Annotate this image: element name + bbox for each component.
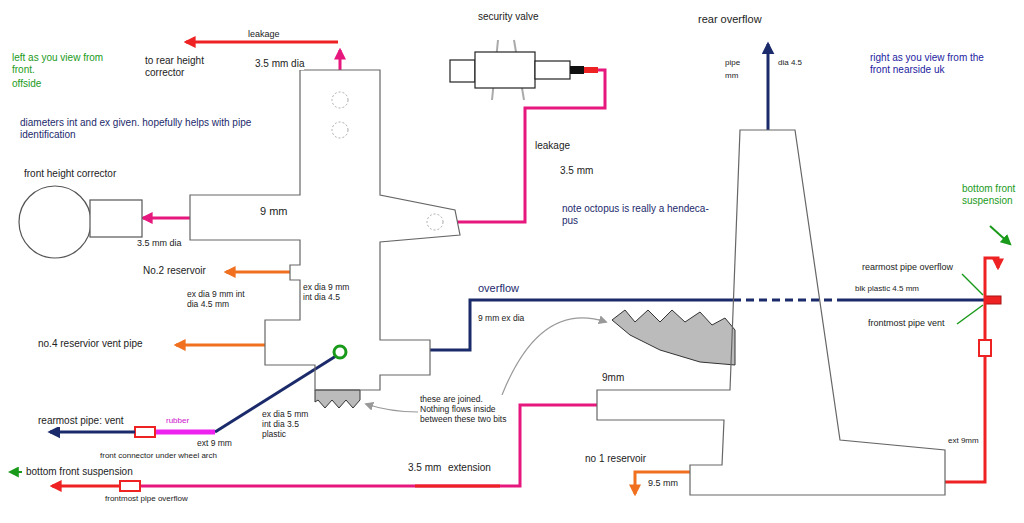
pipe-label: 3.5 mm [560,165,593,177]
pipe-label: extension [448,462,491,474]
reservoir-block: 9mm [590,125,950,500]
pipe-label: frontmost pipe vent [868,318,945,328]
connector [120,481,140,491]
pipe-label: frontmost pipe overflow [105,494,188,503]
pipe [186,41,338,44]
pipe [50,431,135,434]
pipe [226,271,290,274]
pipe-label: to rear height corrector [145,55,225,78]
connector-layer [143,70,734,350]
direction-arrow [990,226,1010,244]
pipe-label: dia 4.5 [778,58,802,67]
pipe-label: bottom front suspension [26,466,133,478]
pipe-label: these are joined. Nothing flows inside b… [420,395,510,424]
pipe-label: 3.5 mm dia [137,238,182,248]
pipe-label: 3.5 mm [408,462,441,474]
pointer [502,318,606,395]
pipe-label: ex dia 9 mm int dia 4.5 [303,283,358,303]
pipe [635,472,690,494]
pipe-label: note octopus is really a hendeca-pus [562,203,722,226]
pipe-label: pipe [725,58,740,67]
pipe [140,405,597,486]
pipe-label: rearmost pipe overflow [862,262,953,272]
pipe [176,344,265,347]
pipe-hidden [733,299,845,302]
pipe [845,299,985,302]
pipe-label: diameters int and ex given. hopefully he… [20,117,260,140]
connector [985,296,1001,304]
pipe-connector [430,300,734,350]
pipe-extension [415,485,500,488]
node-text: front height corrector [24,168,116,180]
pipe-label: front connector under wheel arch [100,451,217,460]
joined-stub [315,390,360,408]
pipe-label: 9 mm ex dia [478,314,524,324]
connector [979,340,991,356]
pipe-label: no 1 reservoir [585,453,646,465]
height-corrector-outline [12,168,143,258]
pipe [945,258,998,482]
node-text: security valve [478,11,539,23]
pipe-label: right as you view from the front nearsid… [870,52,995,75]
pipe-label: overflow [478,282,519,295]
pipe-label: 3.5 mm dia [255,58,304,70]
node-text: 9 mm [260,205,288,218]
pipe-label: ext 9 mm [197,439,232,449]
rubber-sleeve [155,430,215,435]
leader-line [962,274,983,295]
pipe [52,485,120,488]
pipe-label: no.4 reservior vent pipe [38,338,143,350]
connector [135,427,155,437]
pipe-label: ext 9mm [948,436,980,445]
pipe-label: bottom front suspension [962,183,1020,206]
direction-arrow [10,471,22,473]
leader-line [957,305,983,324]
pipe-label: 9.5 mm [648,478,678,488]
height-corrector: front height corrector [12,168,143,258]
pipe-label: ex dia 5 mm int dia 3.5 plastic [262,410,312,439]
pipe-label: blk plastic 4.5 mm [855,284,919,293]
pipe-label: rubber [166,416,189,425]
pipe [339,50,342,70]
pipe-label: rearmost pipe: vent [38,415,124,427]
pipe-label: offside [12,78,41,90]
security-valve: security valve [430,5,598,100]
pipe-label: mm [725,71,738,80]
pipe-label: left as you view from front. [12,52,124,75]
pipe-label: leakage [535,140,570,152]
pipe-label: No.2 reservoir [143,265,206,277]
pipe-connector [457,70,605,222]
reservoir-block-outline [590,125,950,500]
joined-stub [612,310,735,365]
pipe-label: leakage [248,29,280,39]
pipe-label: ex dia 9 mm int dia 4.5 mm [187,290,247,310]
pipe-connector [143,217,190,220]
pipework [10,42,1010,494]
node-text: 9mm [602,372,624,384]
pipe [767,44,770,130]
pipe-label: rear overflow [698,13,762,26]
pointer [366,404,418,412]
